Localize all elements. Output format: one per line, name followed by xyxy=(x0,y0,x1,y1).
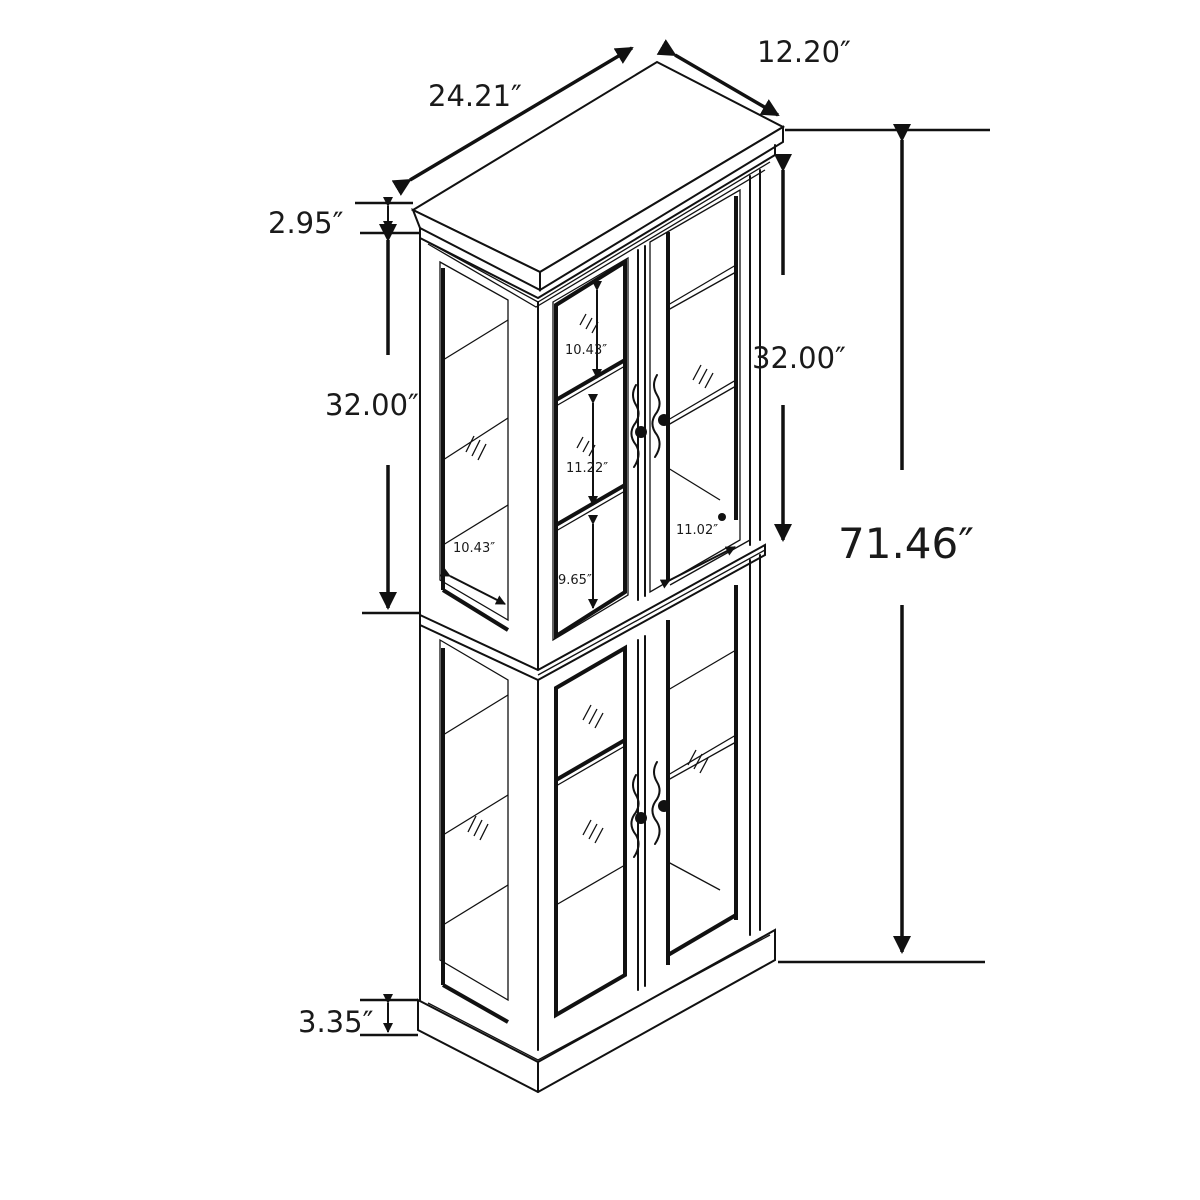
cabinet-drawing xyxy=(410,60,786,1094)
dimension-shelf-spacing-middle xyxy=(576,394,598,506)
dimension-upper-section-left xyxy=(362,224,420,615)
dimension-overall-depth xyxy=(656,39,780,117)
dimension-overall-height xyxy=(778,124,990,964)
lower-section xyxy=(419,554,761,1051)
dimension-overall-width xyxy=(391,46,634,196)
label-overall-height: 71.46″ xyxy=(838,519,974,568)
dimension-crown-height xyxy=(355,197,420,235)
label-crown-height: 2.95″ xyxy=(268,206,344,240)
label-upper-section-height-right: 32.00″ xyxy=(752,341,846,375)
left-side-upper xyxy=(419,237,539,671)
dimension-shelf-width xyxy=(439,567,506,605)
label-overall-width: 24.21″ xyxy=(428,79,522,113)
dimension-base-height xyxy=(360,994,418,1037)
label-base-height: 3.35″ xyxy=(298,1005,374,1039)
base-plinth xyxy=(417,928,776,1094)
door-handles-lower xyxy=(630,761,670,858)
dimension-shelf-depth xyxy=(659,513,736,589)
label-shelf-spacing-top: 10.43″ xyxy=(565,343,607,358)
label-upper-section-height: 32.00″ xyxy=(325,388,419,422)
label-overall-depth: 12.20″ xyxy=(757,35,851,69)
label-shelf-width: 10.43″ xyxy=(453,541,495,556)
label-shelf-depth: 11.02″ xyxy=(676,523,718,538)
dimension-shelf-spacing-top xyxy=(579,281,602,379)
door-handles-upper xyxy=(630,374,670,468)
label-shelf-spacing-middle: 11.22″ xyxy=(566,461,608,476)
label-shelf-spacing-bottom: 9.65″ xyxy=(558,573,592,588)
front-frame-upper xyxy=(537,169,761,671)
